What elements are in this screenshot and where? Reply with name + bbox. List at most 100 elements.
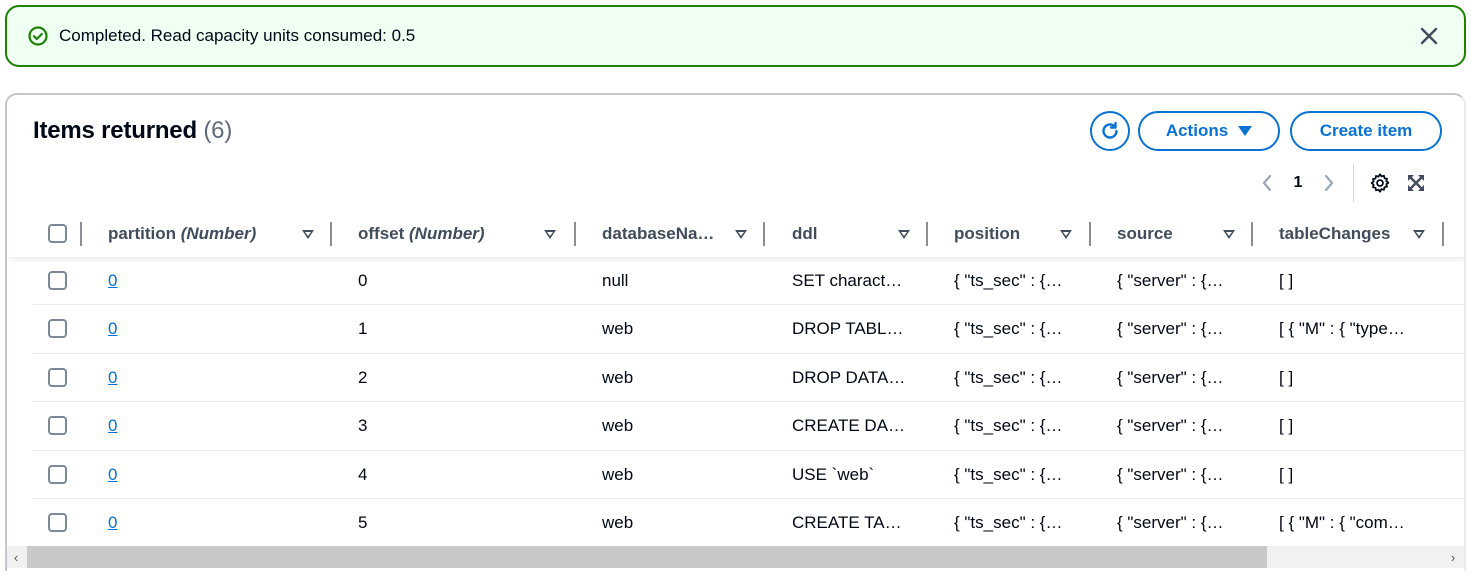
ddl-cell: SET charact… [792,271,903,290]
column-header-position[interactable]: position [954,211,1089,257]
databasename-cell: web [602,367,634,387]
ddl-cell: CREATE DA… [792,416,906,436]
offset-cell: 5 [358,512,368,532]
table-row: 0 4 web USE `web` { "ts_sec" : {… { "ser… [33,451,1464,499]
row-checkbox[interactable] [48,367,67,387]
item-count: (6) [203,117,233,144]
ddl-cell: CREATE TA… [792,512,902,532]
partition-link[interactable]: 0 [108,367,118,387]
items-table: partition (Number) offset (Number) datab… [7,211,1464,547]
success-flash-banner: Completed. Read capacity units consumed:… [5,5,1466,67]
column-divider[interactable] [330,222,332,246]
refresh-icon [1099,120,1121,142]
pagination: 1 [1255,164,1440,202]
scroll-left-icon[interactable]: ‹ [13,549,19,565]
column-divider [80,222,82,246]
partition-link[interactable]: 0 [108,416,118,436]
row-checkbox[interactable] [48,512,67,532]
position-cell: { "ts_sec" : {… [954,416,1063,436]
actions-label: Actions [1165,121,1229,140]
table-row: 0 0 null SET charact… { "ts_sec" : {… { … [33,257,1464,306]
sort-icon[interactable] [735,230,747,239]
flash-message: Completed. Read capacity units consumed:… [59,26,416,45]
table-body: 0 0 null SET charact… { "ts_sec" : {… { … [7,257,1464,547]
tablechanges-cell: [ ] [1279,367,1294,387]
source-cell: { "server" : {… [1117,416,1224,436]
partition-link[interactable]: 0 [108,271,118,290]
column-divider[interactable] [574,222,576,246]
position-cell: { "ts_sec" : {… [954,271,1063,290]
scrollbar-thumb[interactable] [27,546,1267,568]
tablechanges-cell: [ { "M" : { "com… [1279,512,1405,532]
position-cell: { "ts_sec" : {… [954,512,1063,532]
actions-dropdown-button[interactable]: Actions [1138,111,1280,151]
partition-link[interactable]: 0 [108,319,118,339]
row-checkbox[interactable] [48,416,67,436]
table-row: 0 3 web CREATE DA… { "ts_sec" : {… { "se… [33,402,1464,451]
chevron-left-icon[interactable] [1255,171,1279,195]
source-cell: { "server" : {… [1117,512,1224,532]
select-all-checkbox[interactable] [48,224,67,243]
items-returned-panel: Items returned (6) Actions Create item 1 [5,93,1466,571]
horizontal-scrollbar[interactable]: ‹ › [7,546,1464,568]
column-divider[interactable] [1442,222,1444,246]
position-cell: { "ts_sec" : {… [954,367,1063,387]
check-circle-icon [27,25,49,47]
column-header-ddl[interactable]: ddl [792,211,927,257]
sort-icon[interactable] [544,230,556,239]
page-number-current[interactable]: 1 [1293,174,1303,191]
column-divider[interactable] [1251,222,1253,246]
sort-icon[interactable] [302,230,314,239]
gear-icon[interactable] [1368,171,1392,195]
offset-cell: 4 [358,464,368,484]
column-header-offset[interactable]: offset (Number) [358,211,578,257]
table-row: 0 5 web CREATE TA… { "ts_sec" : {… { "se… [33,499,1464,547]
databasename-cell: web [602,464,634,484]
offset-cell: 0 [358,271,368,290]
source-cell: { "server" : {… [1117,367,1224,387]
expand-icon[interactable] [1404,171,1428,195]
position-cell: { "ts_sec" : {… [954,464,1063,484]
offset-cell: 2 [358,367,368,387]
sort-icon[interactable] [1223,230,1235,239]
source-cell: { "server" : {… [1117,464,1224,484]
table-header: partition (Number) offset (Number) datab… [7,211,1464,257]
row-checkbox[interactable] [48,464,67,484]
tablechanges-cell: [ ] [1279,271,1294,290]
source-cell: { "server" : {… [1117,319,1224,339]
create-item-label: Create item [1319,121,1413,140]
ddl-cell: USE `web` [792,464,875,484]
tablechanges-cell: [ ] [1279,464,1294,484]
pagination-divider [1353,164,1354,202]
panel-title-text: Items returned [33,117,197,144]
row-checkbox[interactable] [48,271,67,290]
scroll-right-icon[interactable]: › [1450,549,1456,565]
refresh-button[interactable] [1090,111,1130,151]
ddl-cell: DROP TABL… [792,319,904,339]
column-header-partition[interactable]: partition (Number) [108,211,332,257]
row-checkbox[interactable] [48,319,67,339]
source-cell: { "server" : {… [1117,271,1224,290]
partition-link[interactable]: 0 [108,464,118,484]
table-row: 0 1 web DROP TABL… { "ts_sec" : {… { "se… [33,305,1464,354]
panel-title: Items returned (6) [33,117,232,145]
column-divider[interactable] [926,222,928,246]
column-header-tablechanges[interactable]: tableChanges [1279,211,1439,257]
databasename-cell: web [602,319,634,339]
sort-icon[interactable] [898,230,910,239]
sort-icon[interactable] [1413,230,1425,239]
position-cell: { "ts_sec" : {… [954,319,1063,339]
column-divider[interactable] [1089,222,1091,246]
tablechanges-cell: [ { "M" : { "type… [1279,319,1405,339]
create-item-button[interactable]: Create item [1290,111,1442,151]
close-icon[interactable] [1416,23,1442,49]
sort-icon[interactable] [1060,230,1072,239]
column-divider[interactable] [763,222,765,246]
offset-cell: 1 [358,319,368,339]
chevron-right-icon[interactable] [1317,171,1341,195]
databasename-cell: web [602,512,634,532]
partition-link[interactable]: 0 [108,512,118,532]
column-header-source[interactable]: source [1117,211,1252,257]
column-header-databasename[interactable]: databaseNa… [602,211,767,257]
table-row: 0 2 web DROP DATA… { "ts_sec" : {… { "se… [33,354,1464,403]
